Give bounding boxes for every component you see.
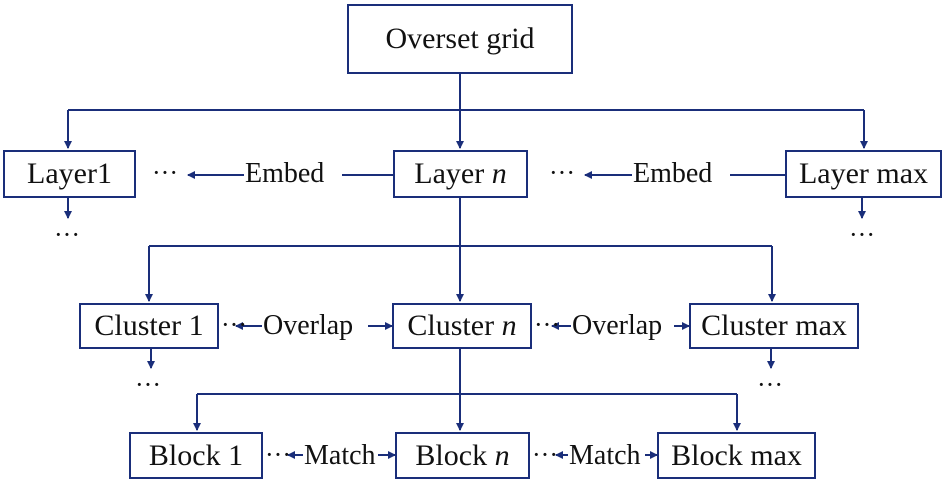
block-max-label: Block max [671,438,802,472]
block1-label: Block 1 [148,438,244,472]
block-max-node: Block max [657,432,816,479]
cluster-n-label: Cluster n [407,309,517,342]
cluster-max-label: Cluster max [701,309,847,342]
match-left-label: Match [303,440,377,471]
overset-grid-label: Overset grid [385,22,535,55]
overset-grid-node: Overset grid [347,4,573,74]
layer1-below-ellipsis: ··· [54,220,80,249]
cluster-left-ellipsis: ··· [221,310,247,339]
layer-left-ellipsis: ··· [152,158,178,187]
layer-max-label: Layer max [798,157,929,190]
cluster-max-node: Cluster max [689,303,859,349]
block-n-label: Block n [415,438,510,472]
layer1-label: Layer1 [27,157,112,190]
embed-left-label: Embed [244,158,326,189]
block-n-node: Block n [395,432,530,479]
layer-n-node: Layer n [393,150,528,198]
layer-n-label: Layer n [414,157,507,190]
block-right-ellipsis: ··· [532,440,558,469]
layer1-node: Layer1 [3,150,136,198]
cluster-n-node: Cluster n [392,303,532,349]
embed-right-label: Embed [632,158,714,189]
layer-max-below-ellipsis: ··· [849,220,875,249]
overlap-right-label: Overlap [571,310,664,341]
overlap-left-label: Overlap [262,310,355,341]
layer-right-ellipsis: ··· [549,158,575,187]
cluster1-below-ellipsis: ··· [135,370,161,399]
cluster1-node: Cluster 1 [79,303,219,349]
match-right-label: Match [568,440,642,471]
cluster-max-below-ellipsis: ··· [757,370,783,399]
cluster-right-ellipsis: ··· [534,310,560,339]
block-left-ellipsis: ··· [265,440,291,469]
cluster1-label: Cluster 1 [94,309,204,342]
block1-node: Block 1 [129,432,263,479]
layer-max-node: Layer max [785,150,942,198]
